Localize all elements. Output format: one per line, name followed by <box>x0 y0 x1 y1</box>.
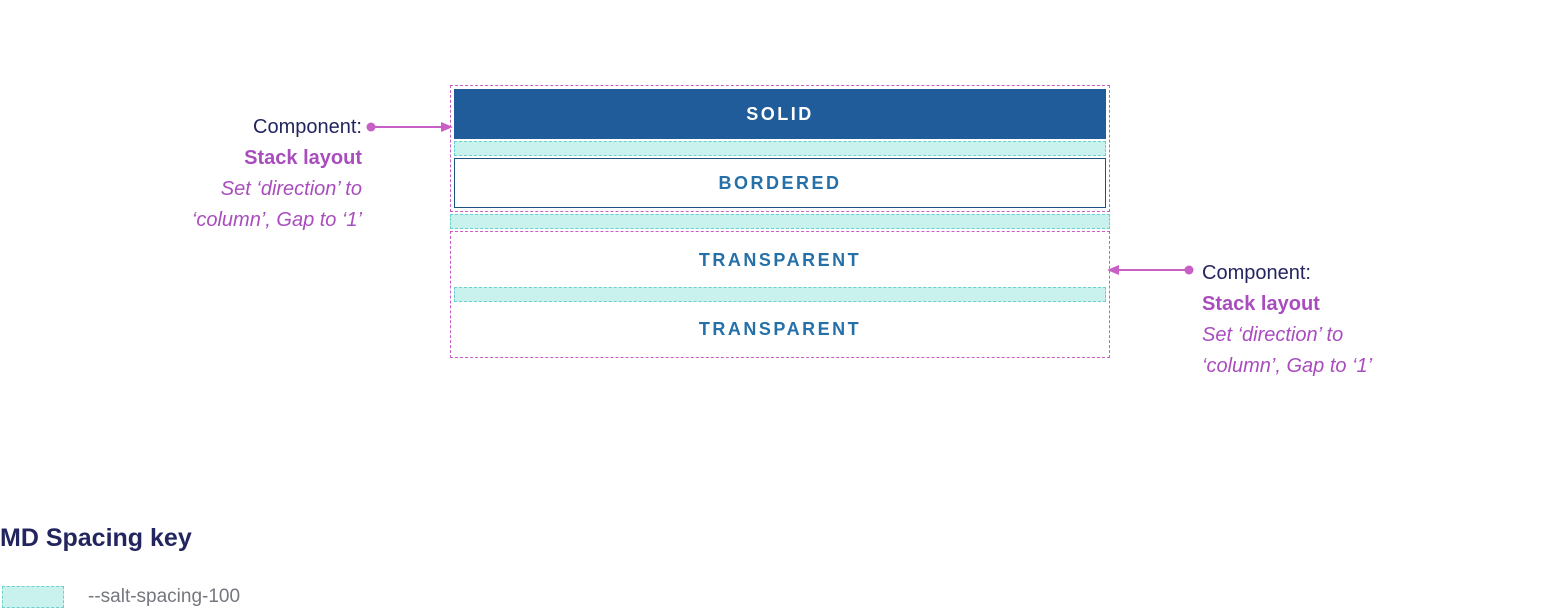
stack-row-label: TRANSPARENT <box>698 318 862 339</box>
stack-row-solid: SOLID <box>454 89 1106 139</box>
annotation-setting-line: ‘column’, Gap to ‘1’ <box>1202 355 1373 377</box>
annotation-component-label: Component: <box>1202 262 1311 284</box>
annotation-setting-line: ‘column’, Gap to ‘1’ <box>191 209 362 231</box>
left-annotation-arrow-icon <box>366 122 453 132</box>
stack-diagram: SOLID BORDERED TRANSPARENT TRANSPARENT <box>450 85 1110 358</box>
annotation-setting-line: Set ‘direction’ to <box>220 178 362 200</box>
stack-row-label: SOLID <box>746 103 814 124</box>
stack-row-bordered: BORDERED <box>454 158 1106 208</box>
annotation-component-name: Stack layout <box>244 147 362 169</box>
spacing-token-label: --salt-spacing-100 <box>88 586 241 607</box>
spacing-strip <box>450 214 1110 229</box>
annotation-component-name: Stack layout <box>1202 293 1320 315</box>
spacing-strip <box>454 287 1106 302</box>
stack-row-label: BORDERED <box>718 172 842 193</box>
right-annotation-arrow-icon <box>1107 265 1194 275</box>
stack-layout-bottom: TRANSPARENT TRANSPARENT <box>450 231 1110 358</box>
stack-row-label: TRANSPARENT <box>698 249 862 270</box>
spacing-swatch-icon <box>2 586 64 608</box>
left-annotation: Component: Stack layout Set ‘direction’ … <box>148 112 362 236</box>
spacing-key-item: --salt-spacing-100 <box>2 586 240 608</box>
spacing-strip <box>454 141 1106 156</box>
spacing-key-title: MD Spacing key <box>0 524 192 552</box>
stack-row-transparent-2: TRANSPARENT <box>454 304 1106 354</box>
right-annotation: Component: Stack layout Set ‘direction’ … <box>1202 258 1442 382</box>
annotation-component-label: Component: <box>253 116 362 138</box>
stack-row-transparent-1: TRANSPARENT <box>454 235 1106 285</box>
annotation-setting-line: Set ‘direction’ to <box>1202 324 1344 346</box>
stack-layout-top: SOLID BORDERED <box>450 85 1110 212</box>
